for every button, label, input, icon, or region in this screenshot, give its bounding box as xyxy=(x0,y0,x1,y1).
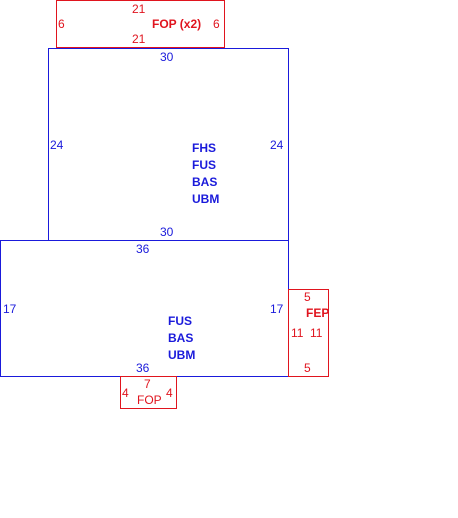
lower-floor-left-dimension: 17 xyxy=(3,302,17,316)
fop-top-right-dimension: 6 xyxy=(213,17,220,31)
fep-right-top-dimension: 5 xyxy=(304,290,311,304)
lower-floor-area[interactable] xyxy=(0,240,289,377)
upper-floor-codes: FHS FUS BAS UBM xyxy=(192,140,219,208)
upper-floor-code: FHS xyxy=(192,141,216,155)
fop-top-area[interactable] xyxy=(56,0,225,48)
fep-right-left-dimension: 11 xyxy=(291,326,304,340)
upper-floor-code: FUS xyxy=(192,158,216,172)
lower-floor-right-dimension: 17 xyxy=(270,302,284,316)
lower-floor-code: BAS xyxy=(168,331,194,345)
upper-floor-area[interactable] xyxy=(48,48,289,241)
lower-floor-code: UBM xyxy=(168,348,196,362)
upper-floor-top-dimension: 30 xyxy=(160,50,174,64)
fop-bottom-left-dimension: 4 xyxy=(122,386,129,400)
fop-bottom-title: FOP xyxy=(137,393,162,407)
fop-top-bottom-dimension: 21 xyxy=(132,32,146,46)
fep-right-title: FEP xyxy=(306,306,330,320)
lower-floor-top-dimension: 36 xyxy=(136,242,150,256)
upper-floor-code: BAS xyxy=(192,175,218,189)
fop-top-left-dimension: 6 xyxy=(58,17,65,31)
fop-bottom-right-dimension: 4 xyxy=(166,386,173,400)
lower-floor-codes: FUS BAS UBM xyxy=(168,313,195,364)
fop-top-top-dimension: 21 xyxy=(132,2,146,16)
upper-floor-right-dimension: 24 xyxy=(270,138,284,152)
upper-floor-left-dimension: 24 xyxy=(50,138,64,152)
fep-right-right-dimension: 11 xyxy=(310,326,323,340)
lower-floor-code: FUS xyxy=(168,314,192,328)
fop-bottom-area[interactable] xyxy=(120,376,177,409)
upper-floor-bottom-dimension: 30 xyxy=(160,225,174,239)
fop-top-title: FOP (x2) xyxy=(152,17,202,31)
lower-floor-bottom-dimension: 36 xyxy=(136,361,150,375)
fop-bottom-top-dimension: 7 xyxy=(144,377,151,391)
fep-right-area[interactable] xyxy=(288,289,329,377)
upper-floor-code: UBM xyxy=(192,192,220,206)
fep-right-bottom-dimension: 5 xyxy=(304,361,311,375)
